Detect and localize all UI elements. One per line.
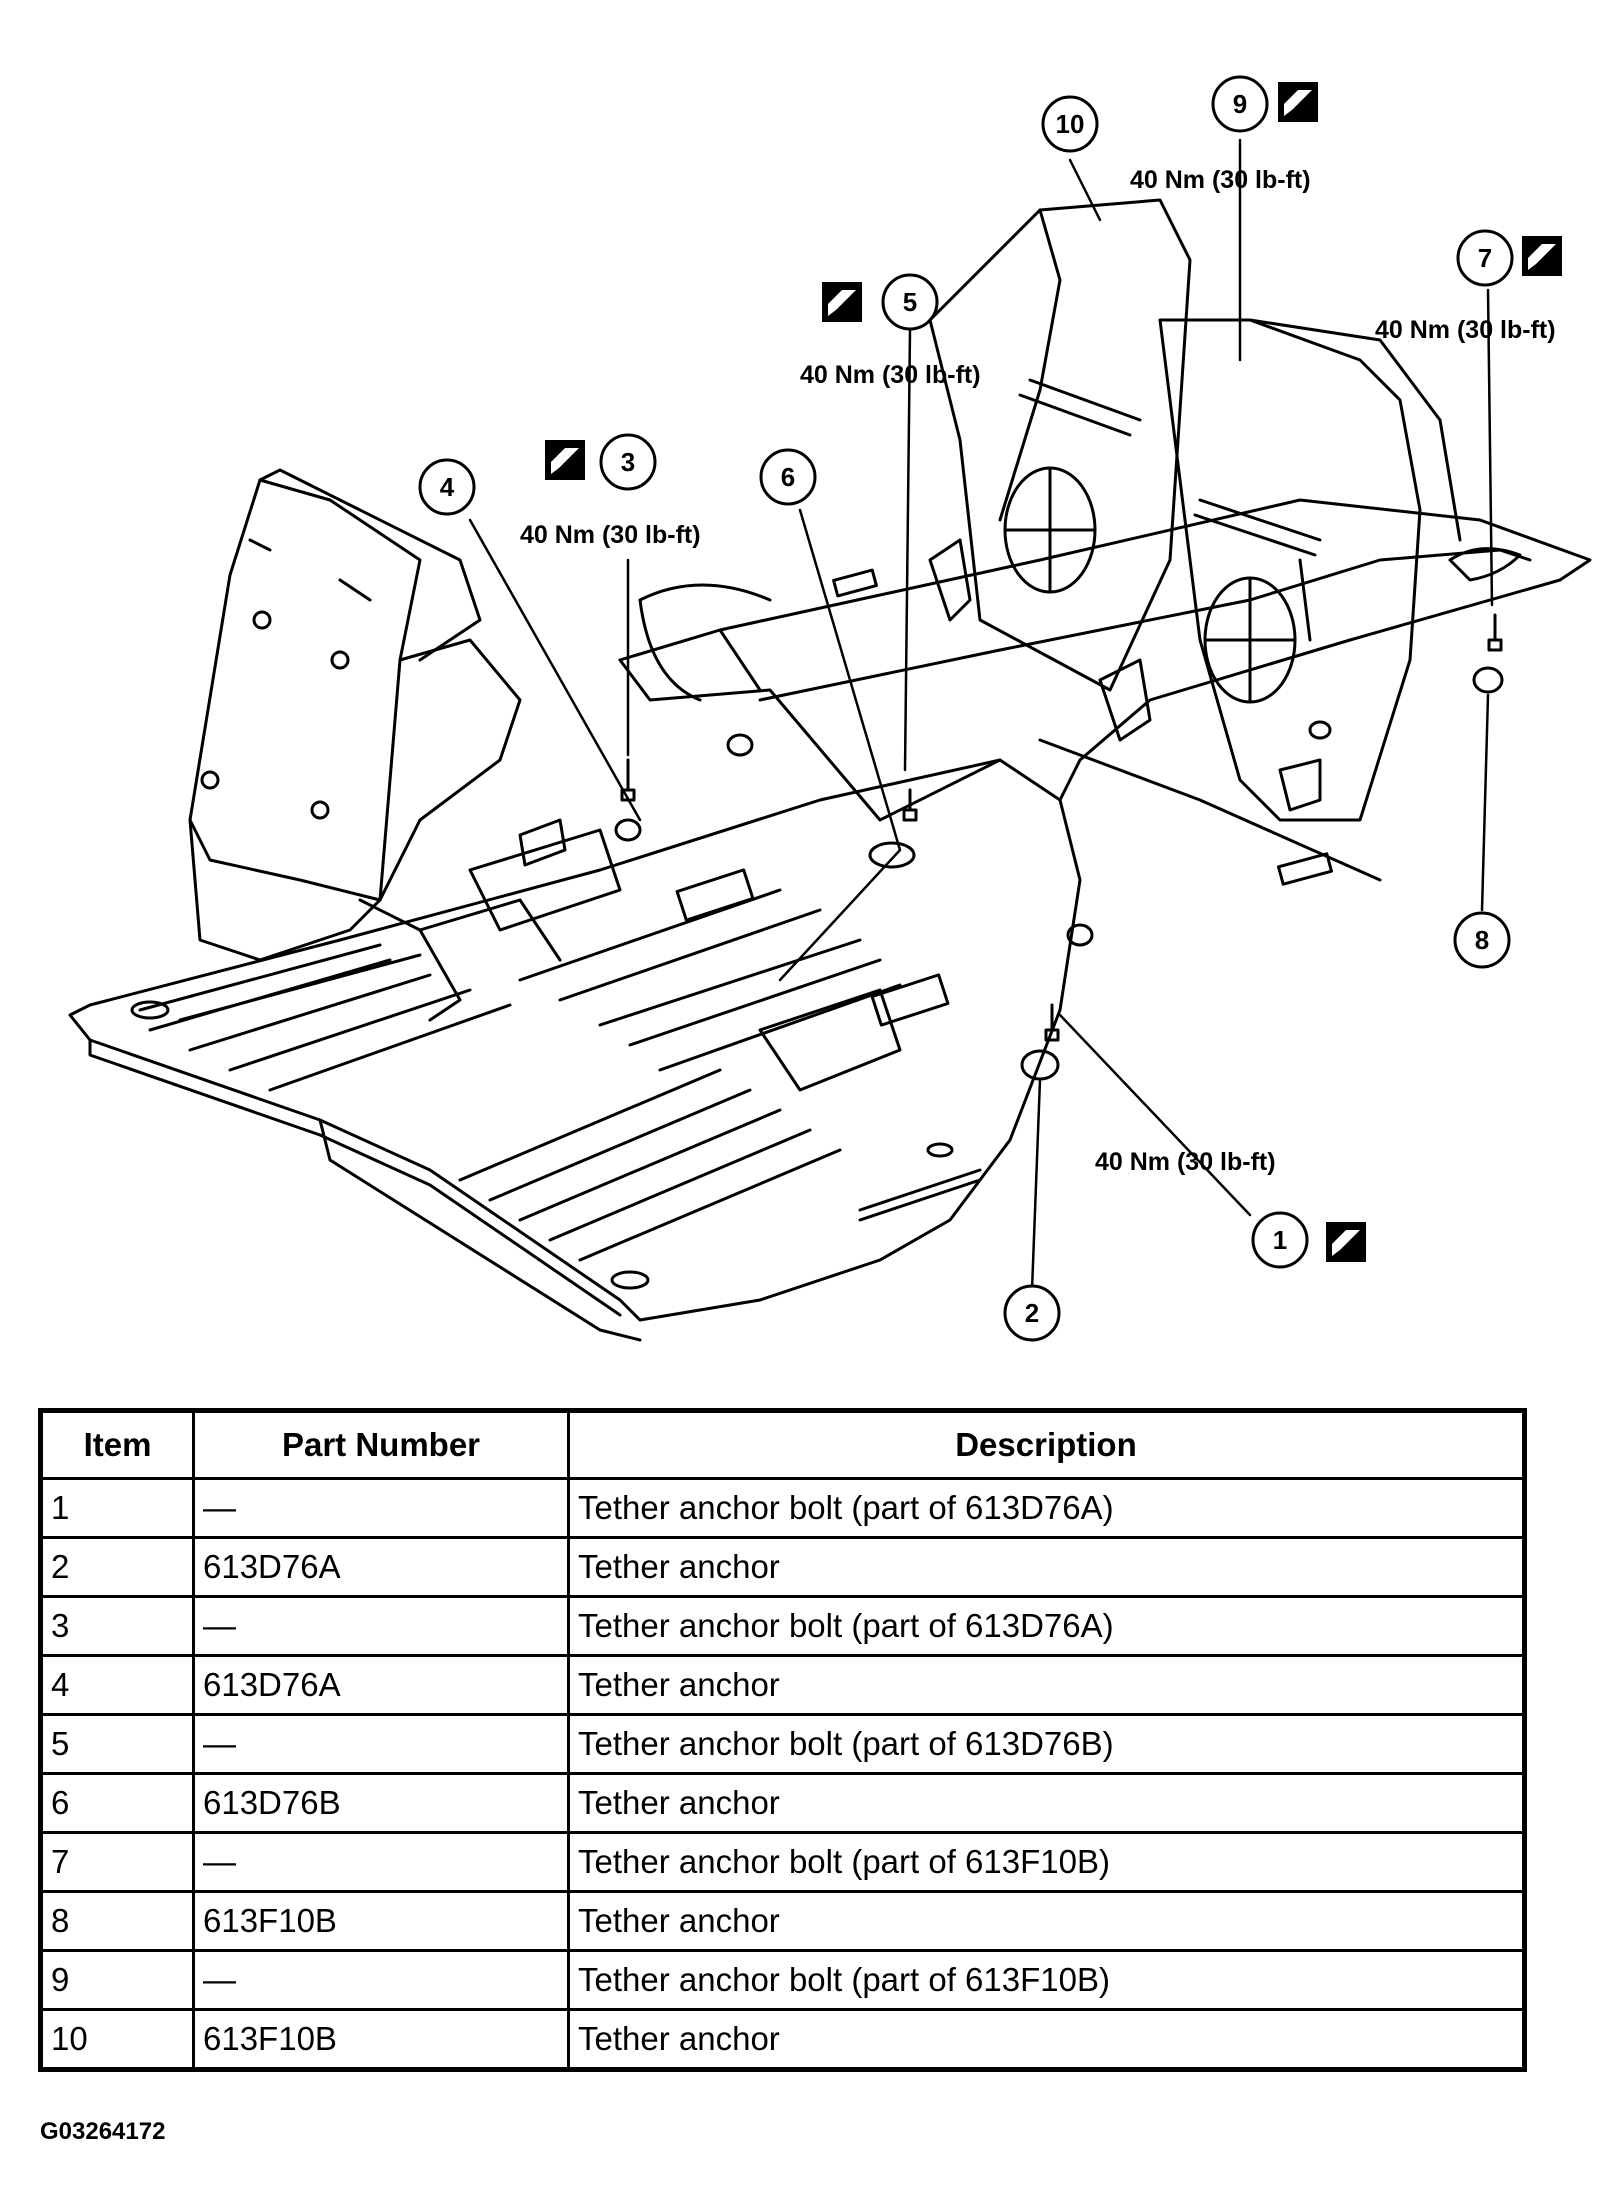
torque-spec-icon: [822, 282, 862, 322]
cell-item: 2: [39, 1536, 195, 1598]
cell-part-number: —: [192, 1595, 570, 1657]
rear-floor-tub: [618, 498, 1592, 886]
callout-10: 10: [1041, 95, 1099, 153]
svg-text:8: 8: [1475, 925, 1489, 955]
table-row: 9—Tether anchor bolt (part of 613F10B): [39, 1949, 1526, 2011]
cell-item: 9: [39, 1949, 195, 2011]
tether-anchor-diagram: 40 Nm (30 lb-ft) 40 Nm (30 lb-ft) 40 Nm …: [68, 75, 1592, 1342]
cell-description: Tether anchor: [567, 1772, 1526, 1834]
left-seat: [188, 468, 562, 1022]
callout-7: 7: [1456, 229, 1514, 287]
torque-label-9: 40 Nm (30 lb-ft): [1130, 166, 1311, 194]
rear-seat-backs: [928, 198, 1462, 882]
callout-1: 1: [1251, 1211, 1309, 1269]
callout-5: 5: [881, 273, 939, 331]
cell-part-number: 613D76A: [192, 1536, 570, 1598]
table-row: 3—Tether anchor bolt (part of 613D76A): [39, 1595, 1526, 1657]
cell-part-number: 613F10B: [192, 1890, 570, 1952]
callout-8: 8: [1453, 911, 1511, 969]
torque-spec-icon: [545, 440, 585, 480]
svg-text:5: 5: [903, 287, 917, 317]
anchor-hardware: [614, 613, 1504, 1081]
parts-table: Item Part Number Description 1—Tether an…: [38, 1408, 1527, 2072]
cell-part-number: —: [192, 1831, 570, 1893]
svg-text:1: 1: [1273, 1225, 1287, 1255]
cell-part-number: —: [192, 1477, 570, 1539]
callout-3: 3: [599, 433, 657, 491]
callout-2: 2: [1003, 1284, 1061, 1342]
cell-description: Tether anchor: [567, 1536, 1526, 1598]
cell-part-number: —: [192, 1713, 570, 1775]
cell-description: Tether anchor bolt (part of 613D76A): [567, 1595, 1526, 1657]
cell-part-number: —: [192, 1949, 570, 2011]
svg-text:10: 10: [1056, 109, 1085, 139]
table-row: 1—Tether anchor bolt (part of 613D76A): [39, 1477, 1526, 1539]
cell-item: 7: [39, 1831, 195, 1893]
cell-description: Tether anchor bolt (part of 613F10B): [567, 1949, 1526, 2011]
cell-description: Tether anchor: [567, 2008, 1526, 2071]
cell-item: 10: [39, 2008, 195, 2071]
cell-description: Tether anchor bolt (part of 613D76B): [567, 1713, 1526, 1775]
svg-text:2: 2: [1025, 1298, 1039, 1328]
callout-9: 9: [1211, 75, 1269, 133]
table-header-row: Item Part Number Description: [39, 1409, 1526, 1480]
header-description: Description: [567, 1409, 1526, 1480]
cell-part-number: 613F10B: [192, 2008, 570, 2071]
cell-item: 1: [39, 1477, 195, 1539]
cell-description: Tether anchor: [567, 1654, 1526, 1716]
cell-item: 4: [39, 1654, 195, 1716]
svg-text:9: 9: [1233, 89, 1247, 119]
svg-text:3: 3: [621, 447, 635, 477]
floor-pan: [68, 758, 1082, 1342]
cell-description: Tether anchor bolt (part of 613D76A): [567, 1477, 1526, 1539]
torque-spec-icons: [545, 82, 1562, 1262]
torque-label-1: 40 Nm (30 lb-ft): [1095, 1148, 1276, 1176]
leader-lines: [468, 138, 1494, 1292]
svg-text:7: 7: [1478, 243, 1492, 273]
cell-item: 8: [39, 1890, 195, 1952]
svg-text:4: 4: [440, 472, 455, 502]
torque-label-5: 40 Nm (30 lb-ft): [800, 361, 981, 389]
torque-label-7: 40 Nm (30 lb-ft): [1375, 316, 1556, 344]
callout-6: 6: [759, 448, 817, 506]
header-item: Item: [39, 1409, 195, 1480]
cell-item: 6: [39, 1772, 195, 1834]
svg-text:6: 6: [781, 462, 795, 492]
figure-code: G03264172: [40, 2118, 166, 2145]
cell-part-number: 613D76A: [192, 1654, 570, 1716]
torque-spec-icon: [1522, 236, 1562, 276]
callout-4: 4: [418, 458, 476, 516]
cell-description: Tether anchor bolt (part of 613F10B): [567, 1831, 1526, 1893]
header-part-number: Part Number: [192, 1409, 570, 1480]
torque-spec-icon: [1278, 82, 1318, 122]
torque-spec-icon: [1326, 1222, 1366, 1262]
cell-part-number: 613D76B: [192, 1772, 570, 1834]
table-row: 5—Tether anchor bolt (part of 613D76B): [39, 1713, 1526, 1775]
table-row: 7—Tether anchor bolt (part of 613F10B): [39, 1831, 1526, 1893]
cell-item: 5: [39, 1713, 195, 1775]
torque-label-3: 40 Nm (30 lb-ft): [520, 521, 701, 549]
cell-description: Tether anchor: [567, 1890, 1526, 1952]
cell-item: 3: [39, 1595, 195, 1657]
